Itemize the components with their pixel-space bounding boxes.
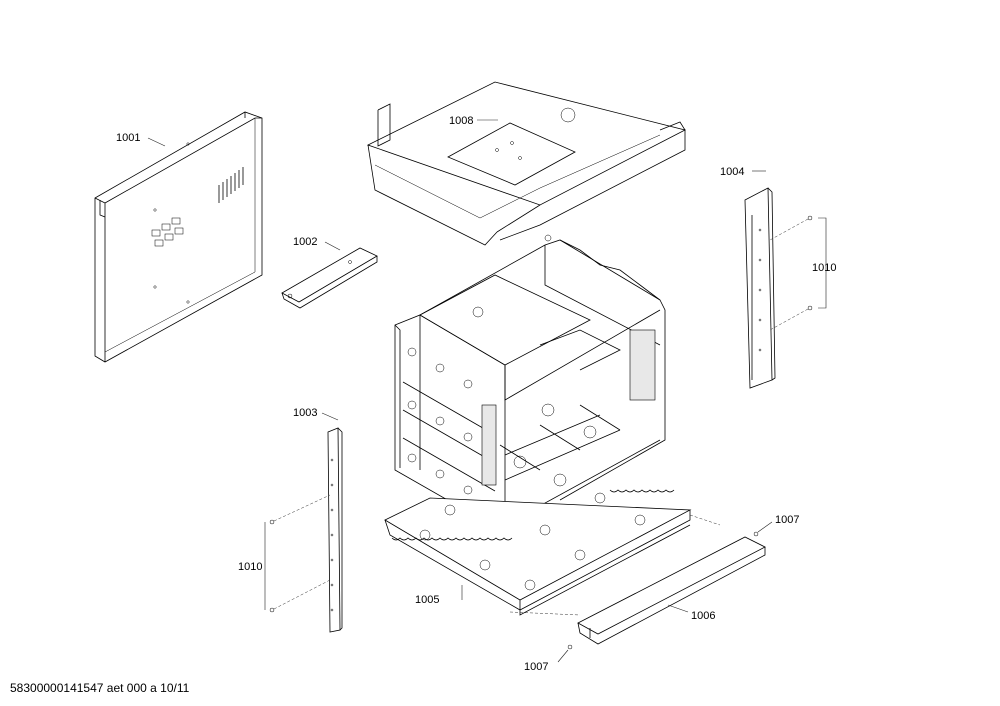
callout-1003: 1003 [293,407,317,419]
fan-cutouts [151,217,184,247]
part-1004-right-rail [744,170,827,389]
tray-corrugation [391,489,675,541]
callout-1004: 1004 [720,166,744,178]
callout-1007-bottom: 1007 [524,661,548,673]
rail-slots [330,458,334,612]
floor-grid [499,403,621,487]
side-embossing [407,347,473,495]
callout-1007-top: 1007 [775,514,799,526]
callout-1008: 1008 [449,115,473,127]
part-1002-bracket [281,241,378,309]
document-id: 58300000141547 aet 000 a 10/11 [10,681,190,695]
callout-1010-left: 1010 [238,561,262,573]
part-1006-front-rail [577,536,766,645]
callout-1010-right: 1010 [812,262,836,274]
vent-slots [218,167,244,203]
callout-1002: 1002 [293,236,317,248]
oven-cavity-body [394,234,666,531]
part-1007-screw-top [753,521,773,537]
callout-1001: 1001 [116,132,140,144]
part-1007-screw-bottom [557,644,573,663]
callout-1006: 1006 [691,610,715,622]
callout-1005: 1005 [415,594,439,606]
part-1003-left-rail [264,412,343,633]
part-1001-rear-panel [94,111,263,363]
part-1005-bottom-tray [384,489,721,616]
part-1008-top-cover [366,81,687,246]
